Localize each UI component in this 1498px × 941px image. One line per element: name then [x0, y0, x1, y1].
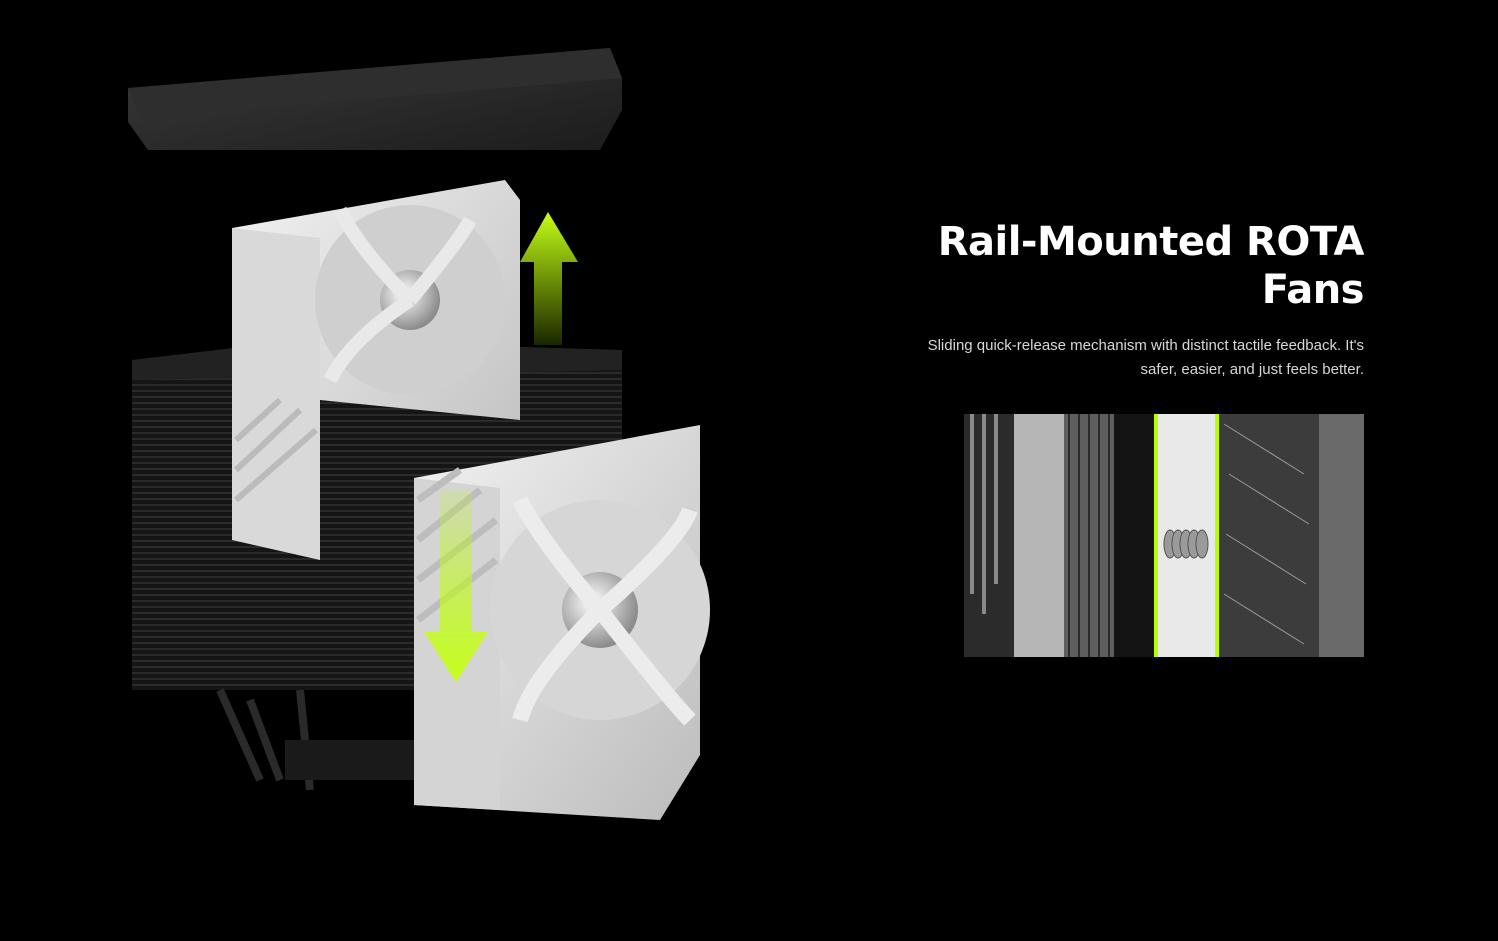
upper-fan	[232, 180, 520, 560]
feature-description-line2: safer, easier, and just feels better.	[1140, 361, 1364, 378]
spring-icon	[1163, 529, 1209, 559]
feature-title-line2: Fans	[1261, 267, 1365, 313]
down-arrow-icon	[424, 490, 488, 682]
feature-text: Rail-Mounted ROTA Fans Sliding quick-rel…	[844, 218, 1365, 382]
feature-description-line1: Sliding quick-release mechanism with dis…	[927, 337, 1364, 354]
top-cover	[128, 48, 622, 150]
cpu-cooler-render	[128, 48, 710, 820]
feature-title: Rail-Mounted ROTA Fans	[844, 218, 1365, 314]
rail-mechanism-detail-image	[964, 414, 1364, 657]
feature-description: Sliding quick-release mechanism with dis…	[844, 334, 1364, 382]
up-arrow-icon	[520, 212, 578, 345]
feature-title-line1: Rail-Mounted ROTA	[937, 219, 1365, 265]
